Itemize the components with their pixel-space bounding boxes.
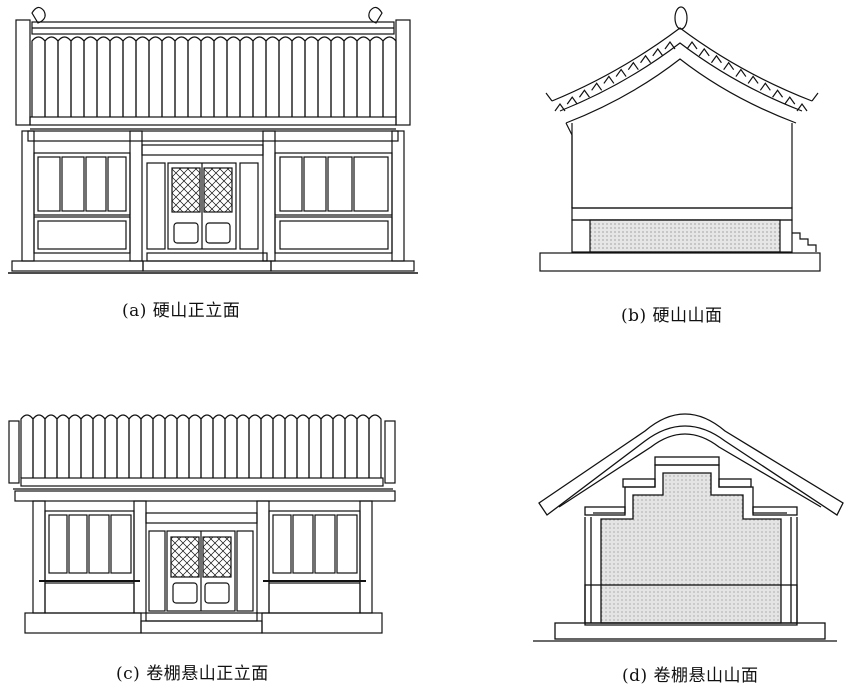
roof-tile (213, 36, 228, 117)
roof-tile (128, 414, 142, 478)
roof-tile (176, 414, 190, 478)
roof-tooth (578, 89, 590, 98)
roof-tooth (603, 75, 615, 84)
roof-tile (44, 36, 59, 117)
roof-tile (140, 414, 154, 478)
roof-tile (70, 36, 85, 117)
roof-tile (278, 36, 293, 117)
roof-tile (44, 414, 58, 478)
roof-tile (104, 414, 118, 478)
roof-tooth (723, 61, 735, 71)
roof-tile (308, 414, 322, 478)
roof-tile (20, 414, 34, 478)
roof-tile (68, 414, 82, 478)
roof-tile (116, 414, 130, 478)
roof-tile (343, 36, 358, 117)
roof-tile (200, 414, 214, 478)
figure-a-hard-gable-front (8, 5, 418, 277)
roof-tile (31, 36, 46, 117)
roof-tile (344, 414, 358, 478)
roof-tile (152, 414, 166, 478)
roof-tile (382, 36, 397, 117)
roof-tile (296, 414, 310, 478)
roof-tile (148, 36, 163, 117)
figure-d-juanpeng-side (525, 395, 845, 645)
roof-tile (260, 414, 274, 478)
caption-a: (a) 硬山正立面 (122, 301, 241, 321)
roof-tile (83, 36, 98, 117)
roof-tooth (698, 47, 710, 57)
roof-tile (320, 414, 334, 478)
figure-c-juanpeng-front (3, 403, 415, 645)
roof-tooth (615, 68, 627, 77)
roof-tile (135, 36, 150, 117)
roof-tile (187, 36, 202, 117)
roof-tile (252, 36, 267, 117)
roof-tooth (747, 75, 759, 84)
roof-tooth (627, 61, 639, 71)
roof-tile (291, 36, 306, 117)
roof-tile (368, 414, 382, 478)
roof-tile (57, 36, 72, 117)
roof-tile (109, 36, 124, 117)
roof-tile (161, 36, 176, 117)
roof-tile (212, 414, 226, 478)
roof-tile (236, 414, 250, 478)
roof-tile (224, 414, 238, 478)
roof-tooth (759, 82, 771, 91)
roof-tile (356, 414, 370, 478)
roof-tooth (686, 40, 698, 50)
roof-tile (272, 414, 286, 478)
roof-tooth (772, 89, 784, 98)
roof-tile (330, 36, 345, 117)
roof-tile (174, 36, 189, 117)
roof-tile (200, 36, 215, 117)
roof-tooth (710, 54, 722, 64)
caption-b: (b) 硬山山面 (621, 306, 723, 326)
figure-b-hard-gable-side (530, 3, 830, 275)
roof-tooth (566, 96, 578, 105)
roof-tile (356, 36, 371, 117)
roof-tile (239, 36, 254, 117)
roof-tooth (591, 82, 603, 91)
roof-tile (188, 414, 202, 478)
roof-tile (80, 414, 94, 478)
roof-tooth (796, 102, 808, 112)
roof-tile (226, 36, 241, 117)
roof-tile (265, 36, 280, 117)
roof-tile (92, 414, 106, 478)
roof-tile (32, 414, 46, 478)
roof-tile (122, 36, 137, 117)
caption-d: (d) 卷棚悬山山面 (622, 666, 759, 686)
roof-tooth (652, 47, 664, 57)
roof-tile (284, 414, 298, 478)
roof-tooth (554, 102, 566, 112)
roof-tile (369, 36, 384, 117)
roof-tooth (735, 68, 747, 77)
caption-c: (c) 卷棚悬山正立面 (116, 664, 269, 684)
roof-tile (164, 414, 178, 478)
roof-tile (332, 414, 346, 478)
roof-tile (317, 36, 332, 117)
roof-tile (96, 36, 111, 117)
roof-tooth (664, 40, 676, 50)
roof-tooth (640, 54, 652, 64)
roof-tooth (784, 96, 796, 105)
roof-tile (56, 414, 70, 478)
roof-tile (304, 36, 319, 117)
roof-tile (248, 414, 262, 478)
